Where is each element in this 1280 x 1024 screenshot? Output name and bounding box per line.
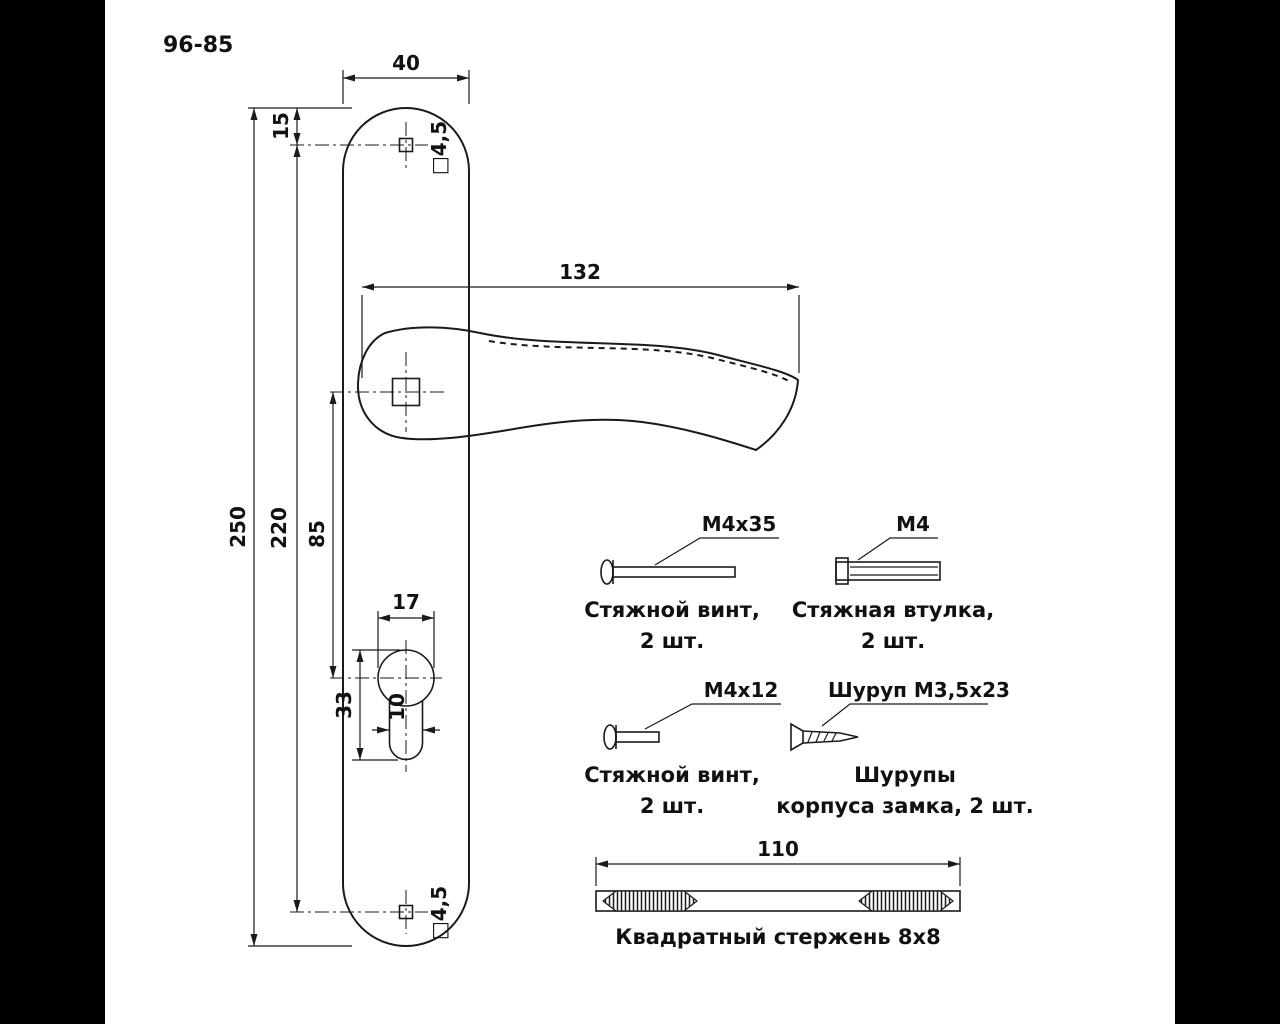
dim-handle-length: 132 <box>559 260 601 284</box>
dimensions: 40 250 15 220 85 132 17 <box>226 51 800 947</box>
label-sleeve: M4 <box>896 512 930 536</box>
dim-cylinder-width: 17 <box>392 590 420 614</box>
caption-wood-screw-2: корпуса замка, 2 шт. <box>776 794 1033 818</box>
dim-slot-width: 10 <box>385 693 409 721</box>
drawing-number: 96-85 <box>163 33 233 58</box>
handle-lever <box>357 326 799 451</box>
dim-plate-width: 40 <box>392 51 420 75</box>
caption-rod: Квадратный стержень 8x8 <box>615 925 940 949</box>
rod-knurl-left <box>602 890 698 912</box>
caption-bolt-long-2: 2 шт. <box>640 629 704 653</box>
handle-outline <box>357 326 799 451</box>
dim-hole-spacing: 220 <box>267 507 291 549</box>
backplate-outline <box>342 107 470 947</box>
dim-top-hole-size: □4,5 <box>427 121 451 175</box>
hardware-bolt-short: M4x12 Стяжной винт, 2 шт. <box>584 678 781 818</box>
label-bolt-short: M4x12 <box>704 678 779 702</box>
dim-bottom-hole-size: □4,5 <box>427 886 451 940</box>
caption-bolt-short-1: Стяжной винт, <box>584 763 760 787</box>
label-wood-screw: Шуруп M3,5x23 <box>828 678 1010 702</box>
dim-rod-length: 110 <box>757 837 799 861</box>
backplate <box>290 107 470 947</box>
dim-top-offset: 15 <box>269 112 293 140</box>
caption-wood-screw-1: Шурупы <box>854 763 956 787</box>
hardware-spindle-rod: 110 Квадратный стержень 8x8 <box>595 837 961 949</box>
hardware-bolt-long: M4x35 Стяжной винт, 2 шт. <box>584 512 779 653</box>
hardware-sleeve: M4 Стяжная втулка, 2 шт. <box>792 512 994 653</box>
dim-handle-to-cylinder: 85 <box>305 520 329 548</box>
label-bolt-long: M4x35 <box>702 512 777 536</box>
dim-cylinder-height: 33 <box>332 691 356 719</box>
caption-sleeve-1: Стяжная втулка, <box>792 598 994 622</box>
caption-bolt-long-1: Стяжной винт, <box>584 598 760 622</box>
paper-background <box>105 0 1175 1024</box>
hardware-wood-screw: Шуруп M3,5x23 Шурупы корпуса замка, 2 шт… <box>776 678 1033 818</box>
caption-sleeve-2: 2 шт. <box>861 629 925 653</box>
handle-grip-pattern <box>488 340 791 383</box>
rod-knurl-right <box>858 890 954 912</box>
caption-bolt-short-2: 2 шт. <box>640 794 704 818</box>
dim-plate-height: 250 <box>226 506 250 548</box>
